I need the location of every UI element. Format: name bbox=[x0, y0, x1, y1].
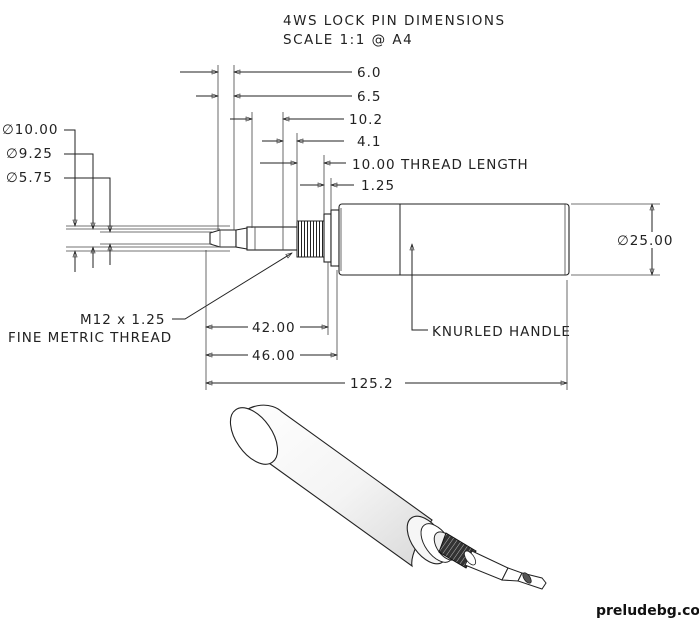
dim-dia-9-25: ∅9.25 bbox=[6, 146, 53, 162]
left-diameter-dimensions: ∅10.00 ∅9.25 ∅5.75 bbox=[2, 122, 230, 272]
thread-callout: M12 x 1.25 FINE METRIC THREAD bbox=[8, 252, 293, 346]
drawing-title: 4WS LOCK PIN DIMENSIONS bbox=[283, 13, 506, 29]
dim-6-0: 6.0 bbox=[357, 65, 381, 81]
watermark: preludebg.com bbox=[596, 603, 699, 619]
dim-10-2: 10.2 bbox=[349, 112, 383, 128]
pin-shank bbox=[246, 226, 298, 251]
pin-thread bbox=[296, 220, 325, 258]
top-dimensions: 6.0 6.5 10.2 4.1 10.00 THREAD LENGTH 1.2… bbox=[180, 65, 529, 230]
knurled-handle-label: KNURLED HANDLE bbox=[432, 324, 571, 340]
pin-taper bbox=[235, 227, 248, 250]
knurled-handle-callout: KNURLED HANDLE bbox=[409, 243, 571, 340]
pin-collar bbox=[323, 213, 332, 263]
thread-callout-line2: FINE METRIC THREAD bbox=[8, 330, 172, 346]
pin-side-view bbox=[209, 203, 570, 276]
dim-dia-10-00: ∅10.00 bbox=[2, 122, 58, 138]
right-diameter-dimension: ∅25.00 bbox=[571, 203, 673, 276]
pin-tip bbox=[209, 229, 237, 248]
iso-handle-end bbox=[229, 407, 279, 465]
dim-4-1: 4.1 bbox=[357, 134, 381, 150]
iso-tip bbox=[517, 572, 547, 590]
dim-1-25: 1.25 bbox=[361, 178, 395, 194]
drawing-scale: SCALE 1:1 @ A4 bbox=[283, 32, 413, 48]
dim-dia-5-75: ∅5.75 bbox=[6, 170, 53, 186]
dim-125-2: 125.2 bbox=[350, 376, 394, 392]
dim-46-00: 46.00 bbox=[252, 348, 296, 364]
dim-42-00: 42.00 bbox=[252, 320, 296, 336]
dim-6-5: 6.5 bbox=[357, 89, 381, 105]
thread-callout-line1: M12 x 1.25 bbox=[80, 312, 165, 328]
dim-dia-25-00: ∅25.00 bbox=[617, 233, 673, 249]
pin-isometric-view bbox=[229, 404, 547, 590]
dim-thread-length: 10.00 THREAD LENGTH bbox=[352, 157, 529, 173]
pin-flange bbox=[330, 209, 340, 267]
bottom-dimensions: 42.00 46.00 125.2 bbox=[205, 250, 568, 392]
knurled-handle-body bbox=[338, 203, 570, 276]
